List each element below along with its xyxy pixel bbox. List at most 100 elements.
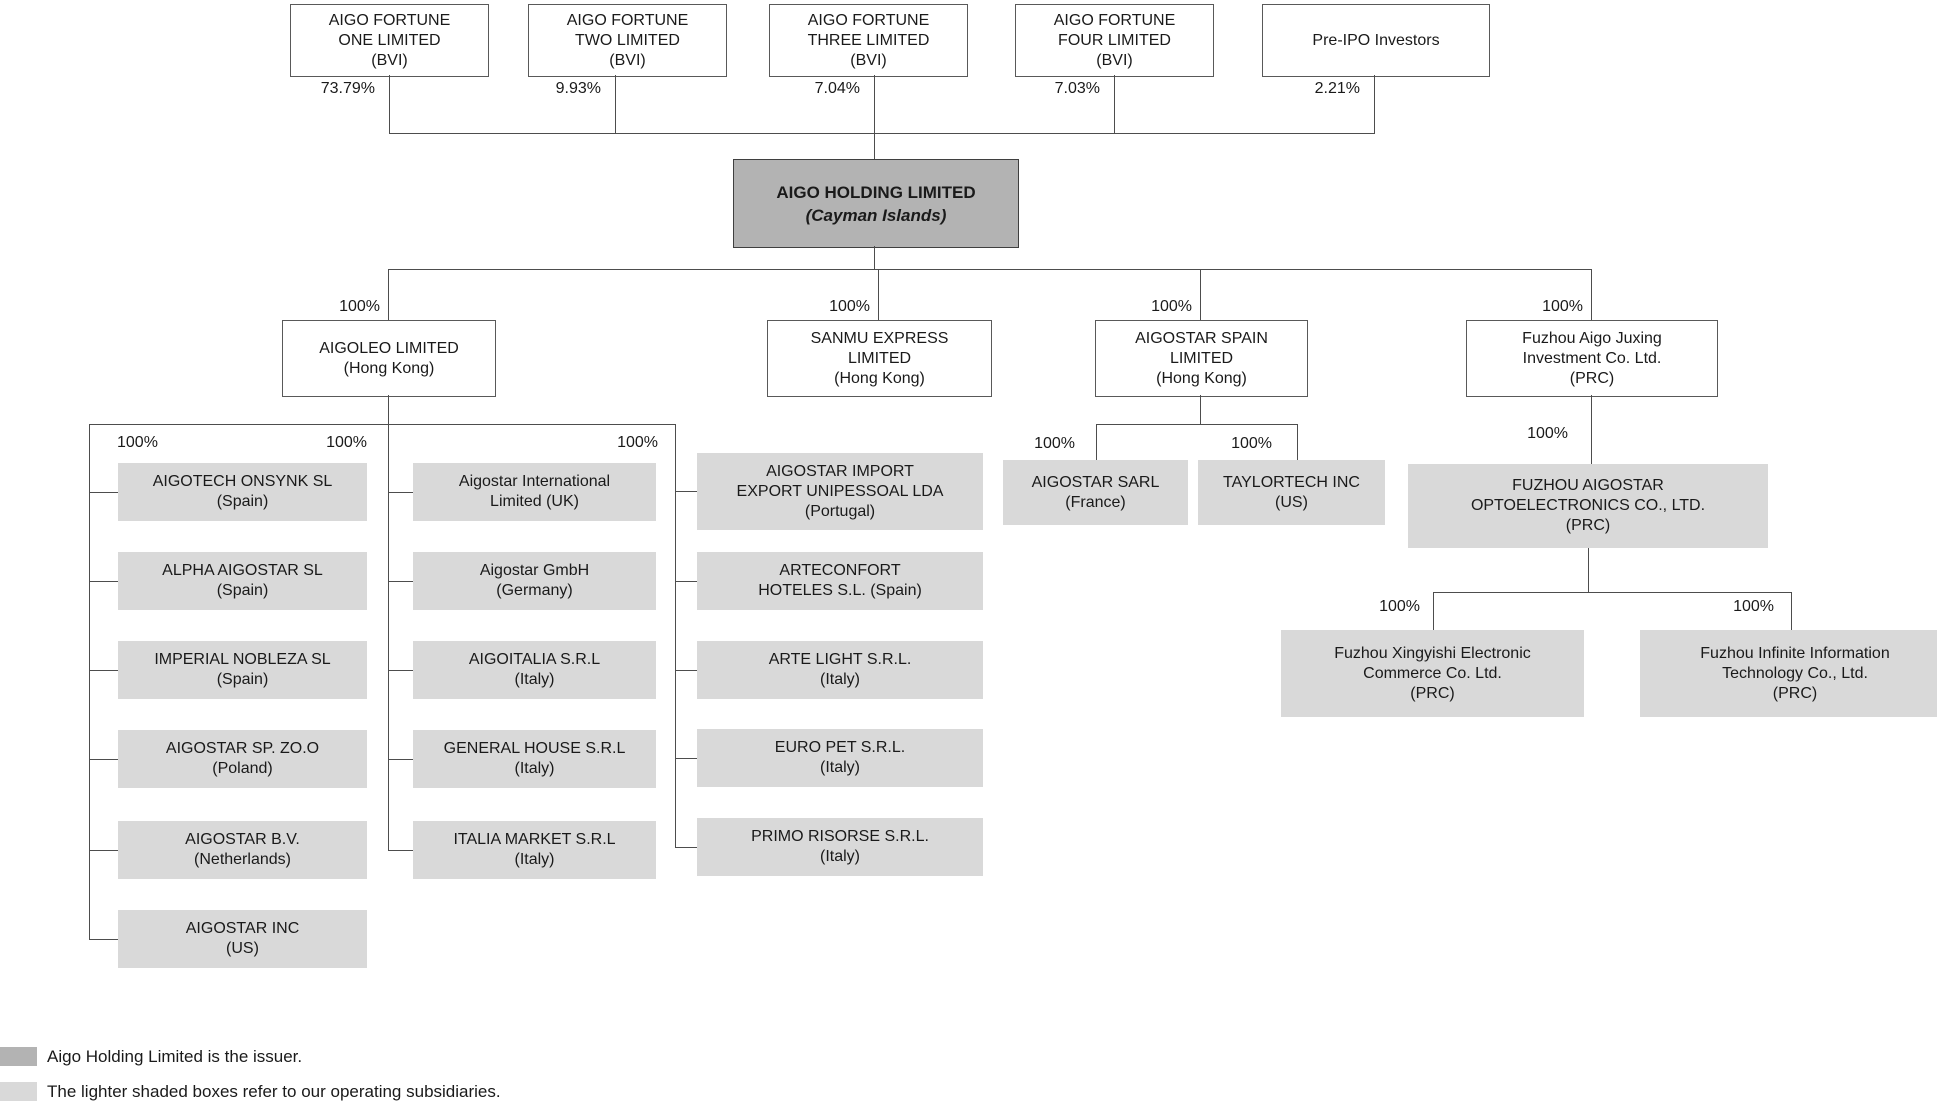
- org-box-alpha-aigostar: ALPHA AIGOSTAR SL (Spain): [118, 552, 367, 610]
- org-box-line: AIGO FORTUNE: [328, 11, 451, 29]
- org-box-line: OPTOELECTRONICS CO., LTD.: [1470, 497, 1706, 514]
- org-box-line: AIGOSTAR SP. ZO.O: [165, 740, 320, 757]
- org-box-fuzhou-xingyishi: Fuzhou Xingyishi Electronic Commerce Co.…: [1281, 630, 1584, 717]
- connector: [388, 759, 413, 760]
- org-box-fuzhou-aigo-juxing: Fuzhou Aigo Juxing Investment Co. Ltd. (…: [1466, 320, 1718, 397]
- org-box-aigoitalia: AIGOITALIA S.R.L (Italy): [413, 641, 656, 699]
- org-box-line: AIGO FORTUNE: [807, 11, 930, 29]
- connector: [89, 759, 118, 760]
- connector: [1297, 424, 1298, 460]
- connector: [89, 424, 90, 939]
- ownership-label: 100%: [1542, 298, 1583, 315]
- org-box-aigostar-bv: AIGOSTAR B.V. (Netherlands): [118, 821, 367, 879]
- legend-swatch-issuer: [0, 1047, 37, 1066]
- org-box-line: TWO LIMITED: [575, 31, 680, 49]
- connector: [89, 424, 676, 425]
- org-box-line: (Hong Kong): [1156, 369, 1247, 387]
- ownership-label: 7.03%: [1054, 80, 1100, 97]
- ownership-label: 100%: [829, 298, 870, 315]
- org-box-line: Pre-IPO Investors: [1312, 31, 1440, 49]
- org-box-line: (BVI): [850, 51, 887, 69]
- org-box-line: AIGO FORTUNE: [566, 11, 689, 29]
- connector: [675, 424, 676, 847]
- org-box-line: AIGOLEO LIMITED: [319, 339, 459, 357]
- ownership-label: 9.93%: [555, 80, 601, 97]
- legend-text-issuer: Aigo Holding Limited is the issuer.: [47, 1047, 303, 1066]
- org-box-imperial-nobleza: IMPERIAL NOBLEZA SL (Spain): [118, 641, 367, 699]
- connector: [874, 133, 875, 159]
- org-box-aigostar-sarl: AIGOSTAR SARL (France): [1003, 460, 1188, 525]
- org-box-line: SANMU EXPRESS: [810, 329, 949, 347]
- connector: [1200, 269, 1201, 320]
- connector: [675, 758, 697, 759]
- org-box-aigostar-import-export: AIGOSTAR IMPORT EXPORT UNIPESSOAL LDA (P…: [697, 453, 983, 530]
- org-box-line: EURO PET S.R.L.: [774, 739, 906, 756]
- ownership-label: 2.21%: [1314, 80, 1360, 97]
- org-box-line: AIGOSTAR IMPORT: [766, 462, 914, 480]
- org-box-line: Commerce Co. Ltd.: [1363, 664, 1502, 682]
- connector: [89, 670, 118, 671]
- org-box-arte-light: ARTE LIGHT S.R.L. (Italy): [697, 641, 983, 699]
- org-box-line: AIGOSTAR SPAIN: [1135, 329, 1268, 347]
- org-box-arteconfort-hoteles: ARTECONFORT HOTELES S.L. (Spain): [697, 552, 983, 610]
- connector: [1588, 548, 1589, 592]
- org-box-line: AIGOTECH ONSYNK SL: [152, 473, 333, 490]
- org-box-line: ALPHA AIGOSTAR SL: [162, 562, 323, 579]
- org-box-line: (Poland): [212, 760, 273, 777]
- ownership-label: 100%: [1733, 598, 1774, 615]
- org-box-pre-ipo-investors: Pre-IPO Investors: [1262, 4, 1490, 77]
- connector: [1114, 75, 1115, 133]
- org-box-aigostar-inc: AIGOSTAR INC (US): [118, 910, 367, 968]
- org-box-italia-market: ITALIA MARKET S.R.L (Italy): [413, 821, 656, 879]
- connector: [389, 133, 1375, 134]
- org-box-aigo-fortune-one: AIGO FORTUNE ONE LIMITED (BVI): [290, 4, 489, 77]
- legend-swatch-subsidiaries: [0, 1082, 37, 1101]
- connector: [1591, 269, 1592, 320]
- org-box-line: GENERAL HOUSE S.R.L: [443, 740, 626, 757]
- org-box-line: (Hong Kong): [834, 369, 925, 387]
- org-box-line: (Cayman Islands): [805, 205, 947, 225]
- org-box-line: (Germany): [496, 582, 573, 599]
- org-box-line: (Netherlands): [194, 851, 291, 868]
- org-box-line: (Italy): [820, 759, 860, 776]
- org-box-line: AIGO FORTUNE: [1053, 11, 1176, 29]
- org-box-line: Fuzhou Infinite Information: [1700, 644, 1890, 662]
- ownership-label: 100%: [1034, 435, 1075, 452]
- org-box-line: (PRC): [1565, 517, 1611, 534]
- ownership-label: 100%: [1151, 298, 1192, 315]
- connector: [675, 581, 697, 582]
- ownership-label: 100%: [117, 434, 158, 451]
- org-box-aigostar-gmbh: Aigostar GmbH (Germany): [413, 552, 656, 610]
- org-box-line: FUZHOU AIGOSTAR: [1512, 477, 1664, 494]
- connector: [388, 850, 413, 851]
- connector: [388, 670, 413, 671]
- org-box-aigostar-international: Aigostar International Limited (UK): [413, 463, 656, 521]
- org-box-line: (PRC): [1410, 684, 1455, 702]
- connector: [1433, 592, 1792, 593]
- connector: [874, 246, 875, 269]
- org-box-line: (BVI): [371, 51, 408, 69]
- connector: [1096, 424, 1298, 425]
- org-box-line: ONE LIMITED: [338, 31, 441, 49]
- org-box-line: ITALIA MARKET S.R.L: [453, 831, 616, 848]
- connector: [1200, 395, 1201, 424]
- org-box-aigostar-poland: AIGOSTAR SP. ZO.O (Poland): [118, 730, 367, 788]
- org-box-line: Limited (UK): [490, 493, 579, 510]
- org-box-line: (BVI): [609, 51, 646, 69]
- org-box-line: LIMITED: [847, 349, 912, 367]
- org-box-line: AIGOSTAR B.V.: [185, 831, 300, 848]
- connector: [1591, 395, 1592, 464]
- org-box-line: (BVI): [1096, 51, 1133, 69]
- connector: [388, 492, 413, 493]
- connector: [874, 75, 875, 133]
- org-box-line: (US): [1275, 493, 1308, 511]
- org-box-fuzhou-infinite: Fuzhou Infinite Information Technology C…: [1640, 630, 1937, 717]
- connector: [675, 847, 697, 848]
- connector: [89, 850, 118, 851]
- org-box-taylortech: TAYLORTECH INC (US): [1198, 460, 1385, 525]
- connector: [878, 269, 879, 320]
- org-box-aigo-fortune-three: AIGO FORTUNE THREE LIMITED (BVI): [769, 4, 968, 77]
- connector: [1374, 75, 1375, 133]
- connector: [1433, 592, 1434, 630]
- org-box-line: FOUR LIMITED: [1058, 31, 1171, 49]
